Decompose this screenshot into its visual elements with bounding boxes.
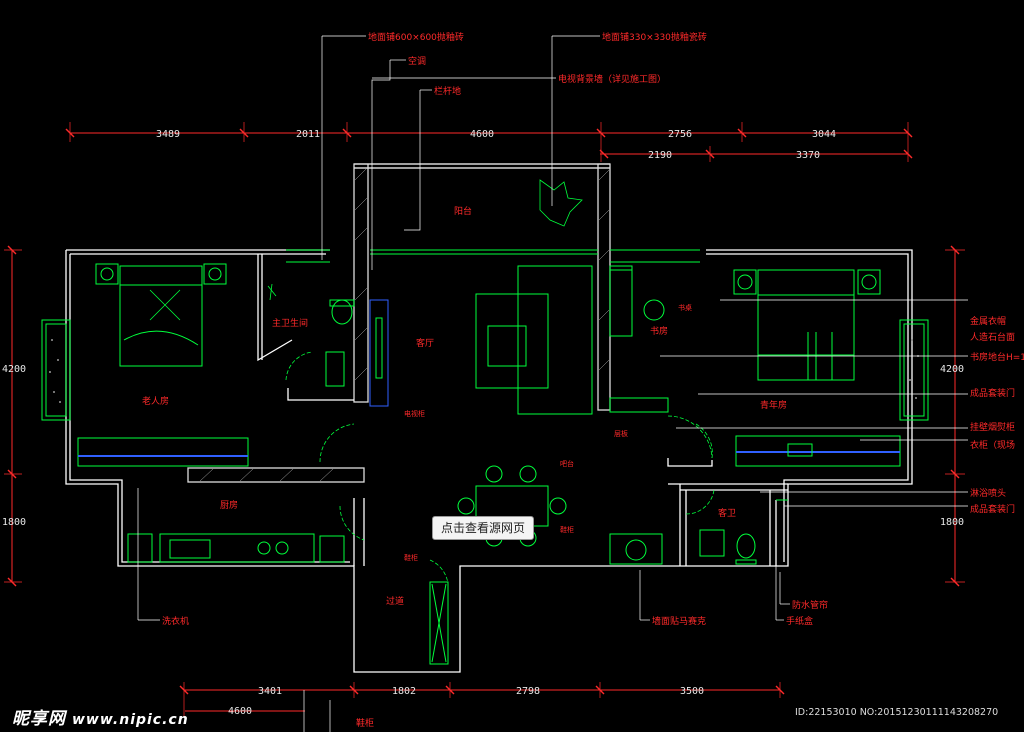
dim-top-2: 2011 xyxy=(296,129,320,140)
dim-bottom-4: 3500 xyxy=(680,686,704,697)
note-cabinet: 鞋柜 xyxy=(560,525,574,534)
room-corridor: 过道 xyxy=(386,595,404,607)
room-youth: 青年房 xyxy=(760,399,787,411)
note-tv-wall: 电视背景墙（详见施工图） xyxy=(558,73,666,85)
elder-wardrobe xyxy=(77,437,249,467)
note-tv-cabinet: 电视柜 xyxy=(404,409,425,418)
view-source-button[interactable]: 点击查看源网页 xyxy=(432,516,535,540)
room-elder: 老人房 xyxy=(142,395,169,407)
dim-left-upper: 4200 xyxy=(2,364,26,375)
room-study: 书房 xyxy=(650,325,668,337)
note-shelf: 层板 xyxy=(614,429,628,438)
youth-bed xyxy=(757,269,855,381)
dim-top-sub-1: 2190 xyxy=(648,150,672,161)
dim-top-3: 4600 xyxy=(470,129,494,140)
note-top-floor-tile: 地面铺600×600抛釉砖 xyxy=(368,31,464,43)
dim-bottom-1: 3401 xyxy=(258,686,282,697)
note-right-8: 成品套装门 xyxy=(970,503,1015,515)
note-right-5: 挂壁烟熨柜 xyxy=(970,421,1015,433)
room-balcony: 阳台 xyxy=(454,205,472,217)
dim-top-5: 3044 xyxy=(812,129,836,140)
walls xyxy=(65,163,913,673)
dim-top-1: 3489 xyxy=(156,129,180,140)
note-bench: 吧台 xyxy=(560,459,574,468)
note-rail: 栏杆地 xyxy=(434,85,461,97)
dim-bottom-3: 2798 xyxy=(516,686,540,697)
annotations: 地面铺600×600抛釉砖 空调 栏杆地 地面铺330×330抛釉瓷砖 电视背景… xyxy=(162,31,1024,729)
note-wall-mosaic: 墙面贴马赛克 xyxy=(652,615,706,627)
dim-top-4: 2756 xyxy=(668,129,692,140)
wall-hatch xyxy=(199,167,610,482)
watermark-logo: 昵享网 www.nipic.cn xyxy=(12,704,189,729)
room-living: 客厅 xyxy=(416,337,434,349)
note-right-4: 成品套装门 xyxy=(970,387,1015,399)
dimension-text: 3489 2011 4600 2756 3044 2190 3370 3401 … xyxy=(2,129,964,717)
note-water: 防水管帘 xyxy=(792,599,828,611)
note-right-6: 衣柜（现场 xyxy=(970,439,1015,451)
note-aircon: 空调 xyxy=(408,55,426,67)
note-shoe: 鞋柜 xyxy=(404,553,418,562)
note-bottom-door: 鞋柜 xyxy=(356,717,374,729)
note-study-desk: 书桌 xyxy=(678,303,692,312)
furniture xyxy=(77,179,901,665)
dim-left-lower: 1800 xyxy=(2,517,26,528)
dim-right-upper: 4200 xyxy=(940,364,964,375)
note-right-2: 人造石台面 xyxy=(970,331,1015,343)
sofa-l xyxy=(517,265,593,415)
watermark-url: www.nipic.cn xyxy=(72,712,189,728)
dim-top-sub-2: 3370 xyxy=(796,150,820,161)
windows xyxy=(41,249,929,501)
image-id-text: ID:22153010 NO:20151230111143208270 xyxy=(795,707,999,718)
room-kitchen: 厨房 xyxy=(220,499,238,511)
note-laundry: 洗衣机 xyxy=(162,615,189,627)
window-speckle xyxy=(49,339,919,403)
dim-bottom-2: 1802 xyxy=(392,686,416,697)
dimension-lines xyxy=(4,122,965,716)
room-master-bath: 主卫生间 xyxy=(272,317,308,329)
note-right-1: 金属衣帽 xyxy=(970,315,1006,327)
note-right-floor-tile: 地面铺330×330抛釉瓷砖 xyxy=(602,31,707,43)
note-right-7: 淋浴喷头 xyxy=(970,487,1006,499)
note-paper: 手纸盒 xyxy=(786,615,813,627)
elder-bed xyxy=(119,265,203,367)
leader-lines xyxy=(137,35,968,732)
dim-bottom-sub: 4600 xyxy=(228,706,252,717)
room-guest-bath: 客卫 xyxy=(718,507,736,519)
room-labels: 阳台 客厅 主卫生间 老人房 书房 青年房 厨房 过道 客卫 xyxy=(142,205,787,607)
watermark-brand: 昵享网 xyxy=(12,709,66,729)
dim-right-lower: 1800 xyxy=(940,517,964,528)
note-right-3: 书房地台H=12 xyxy=(970,351,1024,363)
